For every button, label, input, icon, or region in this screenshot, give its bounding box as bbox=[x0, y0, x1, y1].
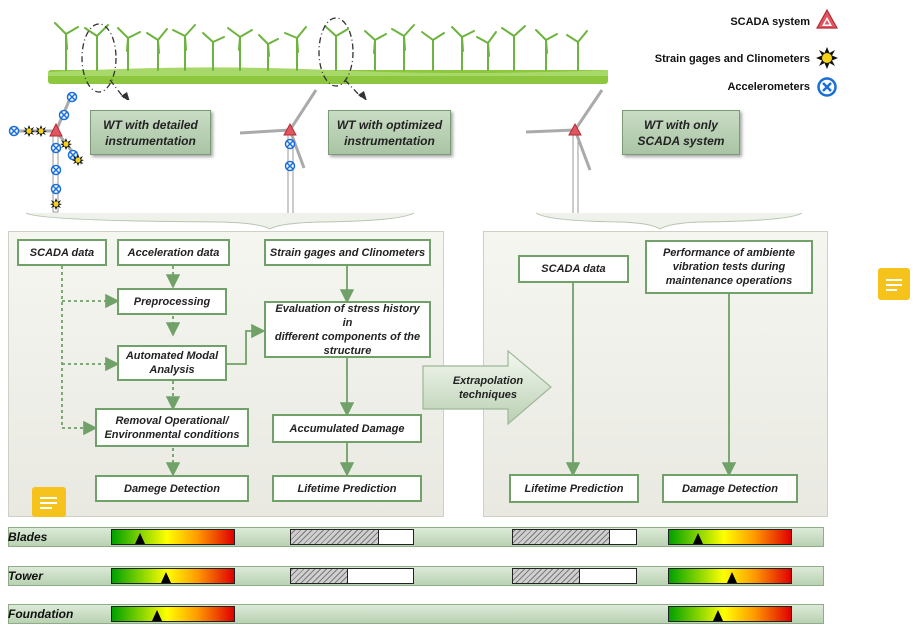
ambient-vibration-box: Performance of ambiente vibration tests … bbox=[645, 240, 813, 294]
hatch-blades-optimized bbox=[290, 529, 414, 545]
acceleration-data-box: Acceleration data bbox=[117, 239, 230, 266]
hatch-fill bbox=[513, 530, 610, 544]
strain-gages-box: Strain gages and Clinometers bbox=[264, 239, 431, 266]
hatch-blades-scada bbox=[512, 529, 637, 545]
hatch-fill bbox=[291, 569, 349, 583]
hatch-fill bbox=[291, 530, 379, 544]
legend-scada-label: SCADA system bbox=[730, 16, 810, 28]
wt-optimized-label: WT with optimized instrumentation bbox=[328, 110, 451, 155]
gauge-marker bbox=[727, 572, 738, 583]
flow-arrows bbox=[61, 266, 737, 477]
lifetime-prediction-right-box: Lifetime Prediction bbox=[509, 474, 639, 503]
hatch-tower-scada bbox=[512, 568, 637, 584]
preprocessing-box: Preprocessing bbox=[117, 288, 227, 315]
wind-farm-landscape bbox=[48, 17, 608, 100]
turbine-optimized-icon bbox=[239, 89, 318, 217]
gauge-marker bbox=[160, 572, 171, 583]
wt-detailed-label: WT with detailed instrumentation bbox=[90, 110, 211, 155]
gauge-marker bbox=[135, 533, 146, 544]
accumulated-damage-box: Accumulated Damage bbox=[272, 414, 422, 443]
legend-accel-label: Accelerometers bbox=[727, 81, 810, 93]
brace-connectors bbox=[25, 212, 803, 230]
hatch-fill bbox=[513, 569, 581, 583]
gauge-tower-ambient bbox=[668, 568, 792, 584]
gauge-tower-detailed bbox=[111, 568, 235, 584]
gauge-blades-detailed bbox=[111, 529, 235, 545]
comment-icon[interactable] bbox=[878, 268, 910, 300]
extrapolation-arrow bbox=[422, 349, 552, 426]
scada-data-box: SCADA data bbox=[17, 239, 107, 266]
gauge-marker bbox=[693, 533, 704, 544]
gauge-marker bbox=[152, 610, 163, 621]
turbine-scada-only-icon bbox=[525, 89, 604, 217]
lifetime-prediction-left-box: Lifetime Prediction bbox=[272, 475, 422, 502]
wt-scada-only-label: WT with only SCADA system bbox=[622, 110, 740, 155]
damege-detection-box: Damege Detection bbox=[95, 475, 249, 502]
accelerometer-icon bbox=[817, 77, 837, 97]
damage-detection-right-box: Damage Detection bbox=[662, 474, 798, 503]
gauge-foundation-ambient bbox=[668, 606, 792, 622]
comment-icon[interactable] bbox=[32, 487, 66, 517]
gauge-blades-ambient bbox=[668, 529, 792, 545]
legend-strain-label: Strain gages and Clinometers bbox=[654, 53, 810, 65]
row-label-tower: Tower bbox=[8, 569, 43, 583]
row-label-foundation: Foundation bbox=[8, 607, 74, 621]
hatch-tower-optimized bbox=[290, 568, 414, 584]
automated-modal-box: Automated Modal Analysis bbox=[117, 345, 227, 381]
stress-history-box: Evaluation of stress history in differen… bbox=[264, 301, 431, 358]
turbine-detailed-icon bbox=[8, 91, 84, 213]
scada-data-right-box: SCADA data bbox=[518, 255, 629, 283]
removal-conditions-box: Removal Operational/ Environmental condi… bbox=[95, 408, 249, 447]
gauge-foundation-detailed bbox=[111, 606, 235, 622]
row-label-blades: Blades bbox=[8, 530, 48, 544]
strain-gage-icon bbox=[816, 47, 838, 69]
scada-icon bbox=[816, 9, 838, 29]
gauge-marker bbox=[712, 610, 723, 621]
extrapolation-label: Extrapolation techniques bbox=[452, 375, 524, 401]
